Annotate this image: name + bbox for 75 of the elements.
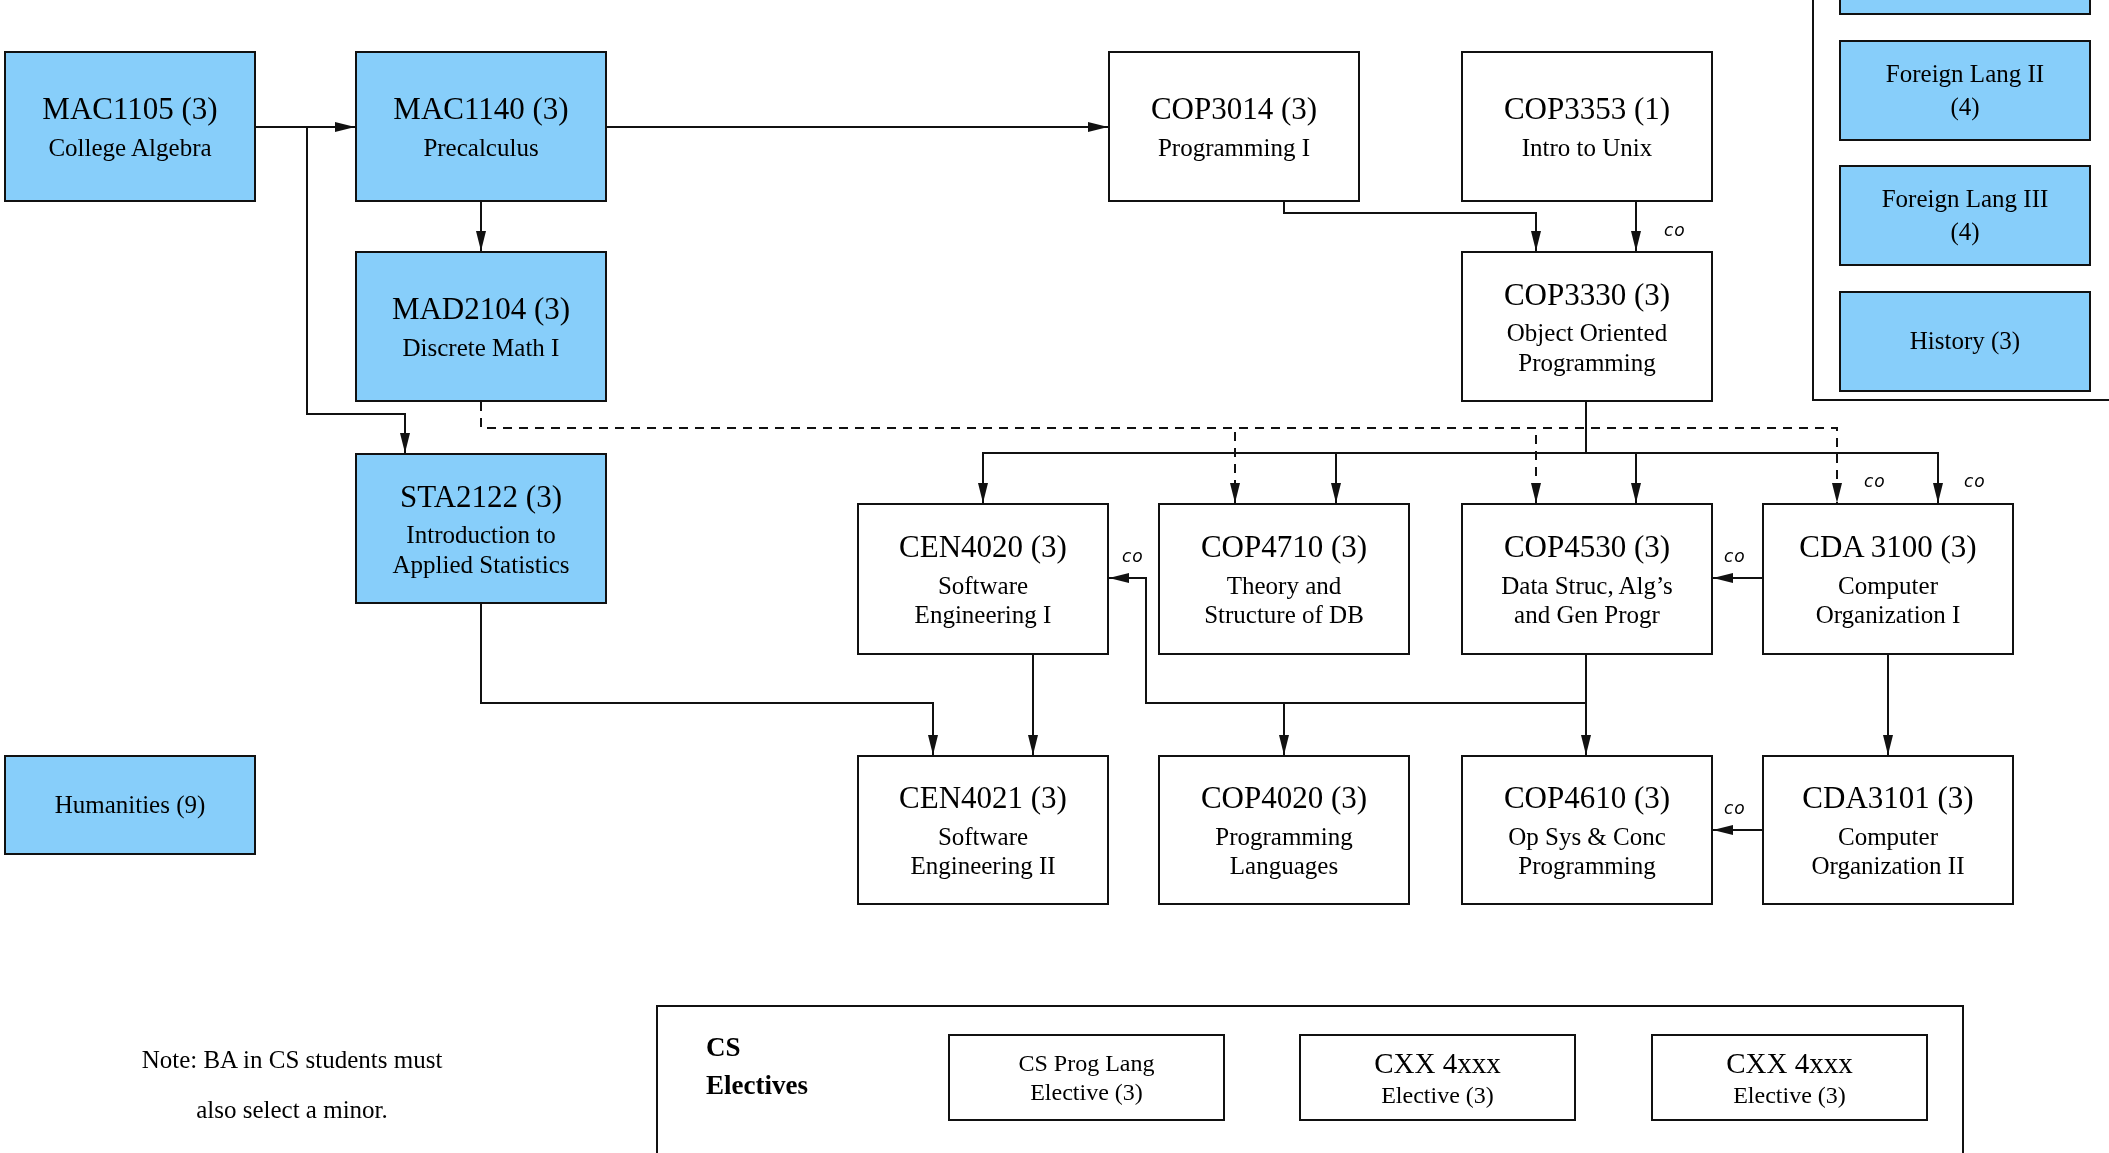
course-label: Humanities (9) <box>53 789 207 821</box>
course-box <box>1839 291 2091 392</box>
arrow <box>606 122 1109 132</box>
course-code: MAC1140 (3) <box>393 90 569 129</box>
course-code: CS Prog Lang <box>1018 1048 1155 1078</box>
course-code: COP4020 (3) <box>1200 779 1368 818</box>
course-code: CXX 4xxx <box>1726 1045 1853 1081</box>
course-title: Elective (3) <box>1030 1077 1143 1107</box>
course-box <box>1762 755 2014 905</box>
course-label: Foreign Lang II (4) <box>1884 59 2046 123</box>
course-title: Programming I <box>1157 133 1311 163</box>
course-code: COP4710 (3) <box>1200 528 1368 567</box>
course-box <box>1461 51 1713 202</box>
arrow <box>1581 654 1591 756</box>
course-title: Data Struc, Alg’s and Gen Progr <box>1500 570 1674 630</box>
course-box <box>1461 755 1713 905</box>
arrow <box>1712 825 1763 835</box>
arrow <box>1283 201 1541 252</box>
group-frame <box>1812 0 2109 401</box>
course-title: Software Engineering I <box>913 570 1053 630</box>
course-code: COP4530 (3) <box>1503 528 1671 567</box>
course-box <box>1461 503 1713 655</box>
arrow <box>480 603 938 756</box>
course-title: Theory and Structure of DB <box>1203 570 1365 630</box>
note-text: Note: BA in CS students must also select a minor. <box>140 1045 444 1125</box>
course-box <box>948 1034 1225 1121</box>
course-code: MAC1105 (3) <box>42 90 218 129</box>
course-title: Op Sys & Conc Programming <box>1507 821 1667 881</box>
course-box <box>355 51 607 202</box>
course-code: CEN4020 (3) <box>899 528 1067 567</box>
course-code: CEN4021 (3) <box>899 779 1067 818</box>
arrow <box>1883 654 1893 756</box>
course-label: Foreign Lang III (4) <box>1880 184 2050 248</box>
course-title: Software Engineering II <box>909 821 1057 881</box>
course-code: COP3330 (3) <box>1503 275 1671 314</box>
course-code: COP3014 (3) <box>1150 90 1318 129</box>
course-code: CDA 3100 (3) <box>1799 528 1977 567</box>
course-title: Discrete Math I <box>402 333 560 363</box>
course-title: Programming Languages <box>1214 821 1354 881</box>
course-box <box>1299 1034 1576 1121</box>
course-title: Introduction to Applied Statistics <box>391 520 571 580</box>
course-label: History (3) <box>1908 326 2022 357</box>
course-box <box>1158 503 1410 655</box>
course-title: Elective (3) <box>1381 1080 1494 1110</box>
course-box <box>1839 40 2091 141</box>
course-box <box>355 251 607 402</box>
arrow <box>1712 573 1763 583</box>
course-code: COP3353 (1) <box>1503 90 1671 129</box>
course-title: Elective (3) <box>1733 1080 1846 1110</box>
arrow <box>1028 654 1038 756</box>
arrow <box>476 201 486 252</box>
arrow <box>1631 201 1641 252</box>
course-box <box>857 503 1109 655</box>
course-title: Computer Organization II <box>1810 821 1966 881</box>
course-box <box>1461 251 1713 402</box>
course-box <box>1651 1034 1928 1121</box>
course-title: Intro to Unix <box>1521 133 1653 163</box>
course-code: COP4610 (3) <box>1503 779 1671 818</box>
course-box <box>355 453 607 604</box>
course-box <box>857 755 1109 905</box>
course-code: CDA3101 (3) <box>1802 779 1974 818</box>
course-code: STA2122 (3) <box>400 477 562 516</box>
course-box <box>1762 503 2014 655</box>
course-box <box>1839 165 2091 266</box>
course-box <box>4 51 256 202</box>
section-heading: CS Electives <box>706 1031 809 1102</box>
course-title: Precalculus <box>423 133 539 163</box>
course-box <box>1108 51 1360 202</box>
course-code: CXX 4xxx <box>1374 1045 1501 1081</box>
course-code: MAD2104 (3) <box>391 290 571 329</box>
course-title: Computer Organization I <box>1814 570 1962 630</box>
course-title: College Algebra <box>48 133 212 163</box>
course-box <box>1158 755 1410 905</box>
course-box <box>4 755 256 855</box>
course-title: Object Oriented Programming <box>1505 318 1669 378</box>
